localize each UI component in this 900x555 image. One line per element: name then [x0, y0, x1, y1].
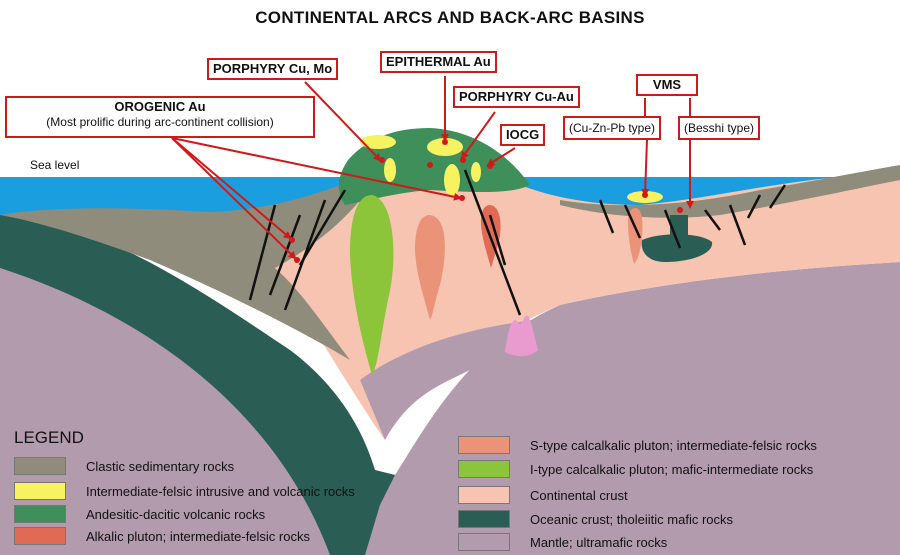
- sea-level-label: Sea level: [30, 158, 80, 172]
- legend-label-i-type: I-type calcalkalic pluton; mafic-interme…: [530, 461, 814, 477]
- epithermal-au-box: EPITHERMAL Au: [380, 51, 497, 73]
- legend-item-felsic: Intermediate-felsic intrusive and volcan…: [14, 482, 355, 500]
- legend-swatch-oceanic-crust: [458, 510, 510, 528]
- legend-swatch-continental-crust: [458, 486, 510, 504]
- legend-title: LEGEND: [14, 428, 84, 447]
- felsic-lens-1: [360, 135, 396, 149]
- felsic-stock-2: [444, 164, 460, 196]
- legend-item-alkalic: Alkalic pluton; intermediate-felsic rock…: [14, 527, 310, 545]
- orogenic-au-title: OROGENIC Au: [114, 99, 206, 114]
- felsic-stock-1: [384, 158, 396, 182]
- orogenic-au-box: OROGENIC Au (Most prolific during arc-co…: [5, 96, 315, 138]
- orogenic-au-note: (Most prolific during arc-continent coll…: [46, 114, 274, 129]
- legend-label-continental-crust: Continental crust: [530, 487, 628, 503]
- diagram-title: CONTINENTAL ARCS AND BACK-ARC BASINS: [255, 8, 645, 27]
- backarc-feeder: [670, 215, 688, 237]
- legend-item-continental-crust: Continental crust: [458, 486, 628, 504]
- legend-swatch-i-type: [458, 460, 510, 478]
- legend-swatch-mantle: [458, 533, 510, 551]
- legend-swatch-s-type: [458, 436, 510, 454]
- legend-label-oceanic-crust: Oceanic crust; tholeiitic mafic rocks: [530, 511, 734, 527]
- vms-cuznpb-box: (Cu-Zn-Pb type): [563, 116, 662, 140]
- mantle-layer: [0, 262, 900, 555]
- backarc-oceanic-pod: [641, 234, 713, 262]
- porphyry-cu-au-box: PORPHYRY Cu-Au: [453, 86, 580, 108]
- legend-item-i-type: I-type calcalkalic pluton; mafic-interme…: [458, 460, 813, 478]
- clastic-sediment-wedge: [0, 145, 390, 360]
- vms-connectors: [644, 98, 691, 116]
- ore-deposit-dots: [289, 139, 683, 263]
- s-type-pluton-1: [415, 215, 445, 320]
- legend-label-felsic: Intermediate-felsic intrusive and volcan…: [86, 483, 355, 499]
- legend-item-andesitic: Andesitic-dacitic volcanic rocks: [14, 505, 265, 523]
- legend-item-clastic: Clastic sedimentary rocks: [14, 457, 234, 475]
- legend-swatch-clastic: [14, 457, 66, 475]
- mantle-bulge: [360, 292, 660, 440]
- iocg-box: IOCG: [500, 124, 546, 146]
- legend-label-alkalic: Alkalic pluton; intermediate-felsic rock…: [86, 528, 310, 544]
- vms-box: VMS: [636, 74, 698, 96]
- legend-swatch-felsic: [14, 482, 66, 500]
- pointer-arrows: [171, 76, 694, 260]
- i-type-pluton: [350, 195, 394, 375]
- pink-intrusion: [505, 315, 538, 357]
- legend-label-s-type: S-type calcalkalic pluton; intermediate-…: [530, 437, 817, 453]
- legend-item-s-type: S-type calcalkalic pluton; intermediate-…: [458, 436, 817, 454]
- legend-swatch-andesitic: [14, 505, 66, 523]
- felsic-stock-3: [471, 162, 481, 182]
- legend-label-mantle: Mantle; ultramafic rocks: [530, 534, 668, 550]
- legend-label-andesitic: Andesitic-dacitic volcanic rocks: [86, 506, 266, 522]
- oceanic-slab: [0, 215, 395, 555]
- legend-swatch-alkalic: [14, 527, 66, 545]
- legend-item-oceanic-crust: Oceanic crust; tholeiitic mafic rocks: [458, 510, 733, 528]
- felsic-lens-2: [427, 138, 463, 156]
- legend-item-mantle: Mantle; ultramafic rocks: [458, 533, 667, 551]
- porphyry-cu-mo-box: PORPHYRY Cu, Mo: [207, 58, 339, 80]
- legend-label-clastic: Clastic sedimentary rocks: [86, 458, 235, 474]
- vms-besshi-box: (Besshi type): [678, 116, 761, 140]
